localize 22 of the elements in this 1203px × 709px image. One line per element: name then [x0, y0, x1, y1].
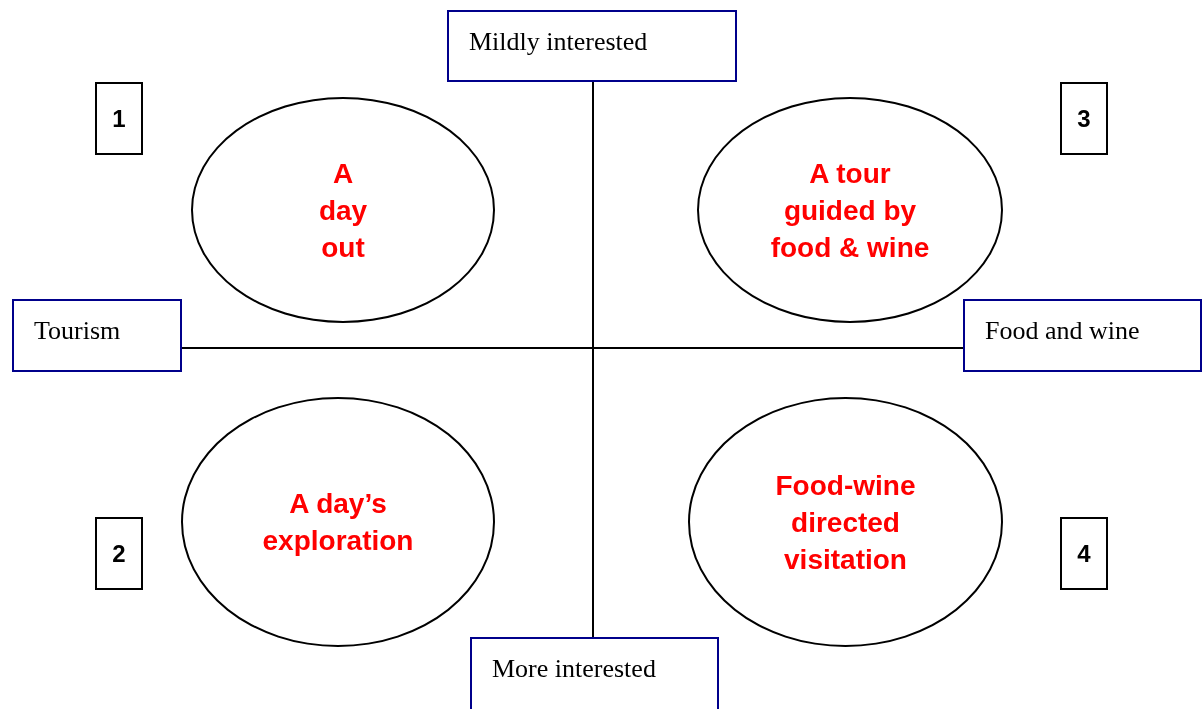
quadrant-number-box	[1060, 82, 1108, 155]
axis-label-box	[12, 299, 182, 372]
ellipse-label: Food-wine directed visitation	[774, 468, 917, 577]
axis-label: Tourism	[34, 315, 121, 347]
axis-line	[592, 81, 594, 638]
axis-label: Food and wine	[985, 315, 1140, 347]
quadrant-number: 1	[112, 103, 126, 134]
axis-line	[181, 347, 964, 349]
ellipse-label: A day out	[317, 156, 369, 265]
axis-label: Mildly interested	[469, 26, 648, 58]
quadrant-number-box	[95, 517, 143, 590]
axis-label: More interested	[492, 653, 656, 685]
quadrant-number: 3	[1077, 103, 1091, 134]
ellipse-label: A tour guided by food & wine	[769, 156, 931, 265]
axis-label-box	[447, 10, 737, 82]
axis-label-box	[963, 299, 1202, 372]
axis-label-box	[470, 637, 719, 709]
ellipse-label: A day’s exploration	[261, 487, 415, 558]
quadrant-number: 4	[1077, 538, 1091, 569]
quadrant-number-box	[1060, 517, 1108, 590]
quadrant-number: 2	[112, 538, 126, 569]
quadrant-number-box	[95, 82, 143, 155]
